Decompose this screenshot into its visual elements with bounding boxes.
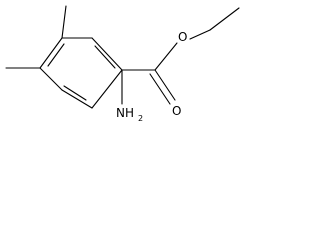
ethyl-ch2-ch3-bond [209,7,240,31]
carbonyl-oxygen-label: O [172,104,181,118]
ring-bond-c2-c3 [91,69,123,109]
carbonyl-to-ester-oxygen-bond [154,42,178,71]
ring-bond-c3-c4 [61,89,93,109]
ring-double-bond-inner-3 [47,43,65,67]
amine-label: NH [116,106,134,120]
amine-subscript-label: 2 [138,114,143,123]
ring-double-bond-inner-2 [63,85,87,101]
ring-bond-c5-c6 [39,37,63,69]
ring-double-bond-inner-1 [94,45,116,69]
benzene-ring [39,37,123,109]
ester-oxygen-to-ch2-bond [189,29,211,40]
methyl-bond-top [61,5,67,39]
ester-group [121,7,240,105]
carbonyl-double-bond-a [154,69,176,101]
ester-oxygen-label: O [178,30,187,44]
ring-bond-c4-c5 [39,67,63,91]
chemical-structure-diagram: O O NH 2 [5,5,240,123]
carbonyl-double-bond-b [149,73,171,105]
ring-bond-c1-c2 [91,37,123,71]
